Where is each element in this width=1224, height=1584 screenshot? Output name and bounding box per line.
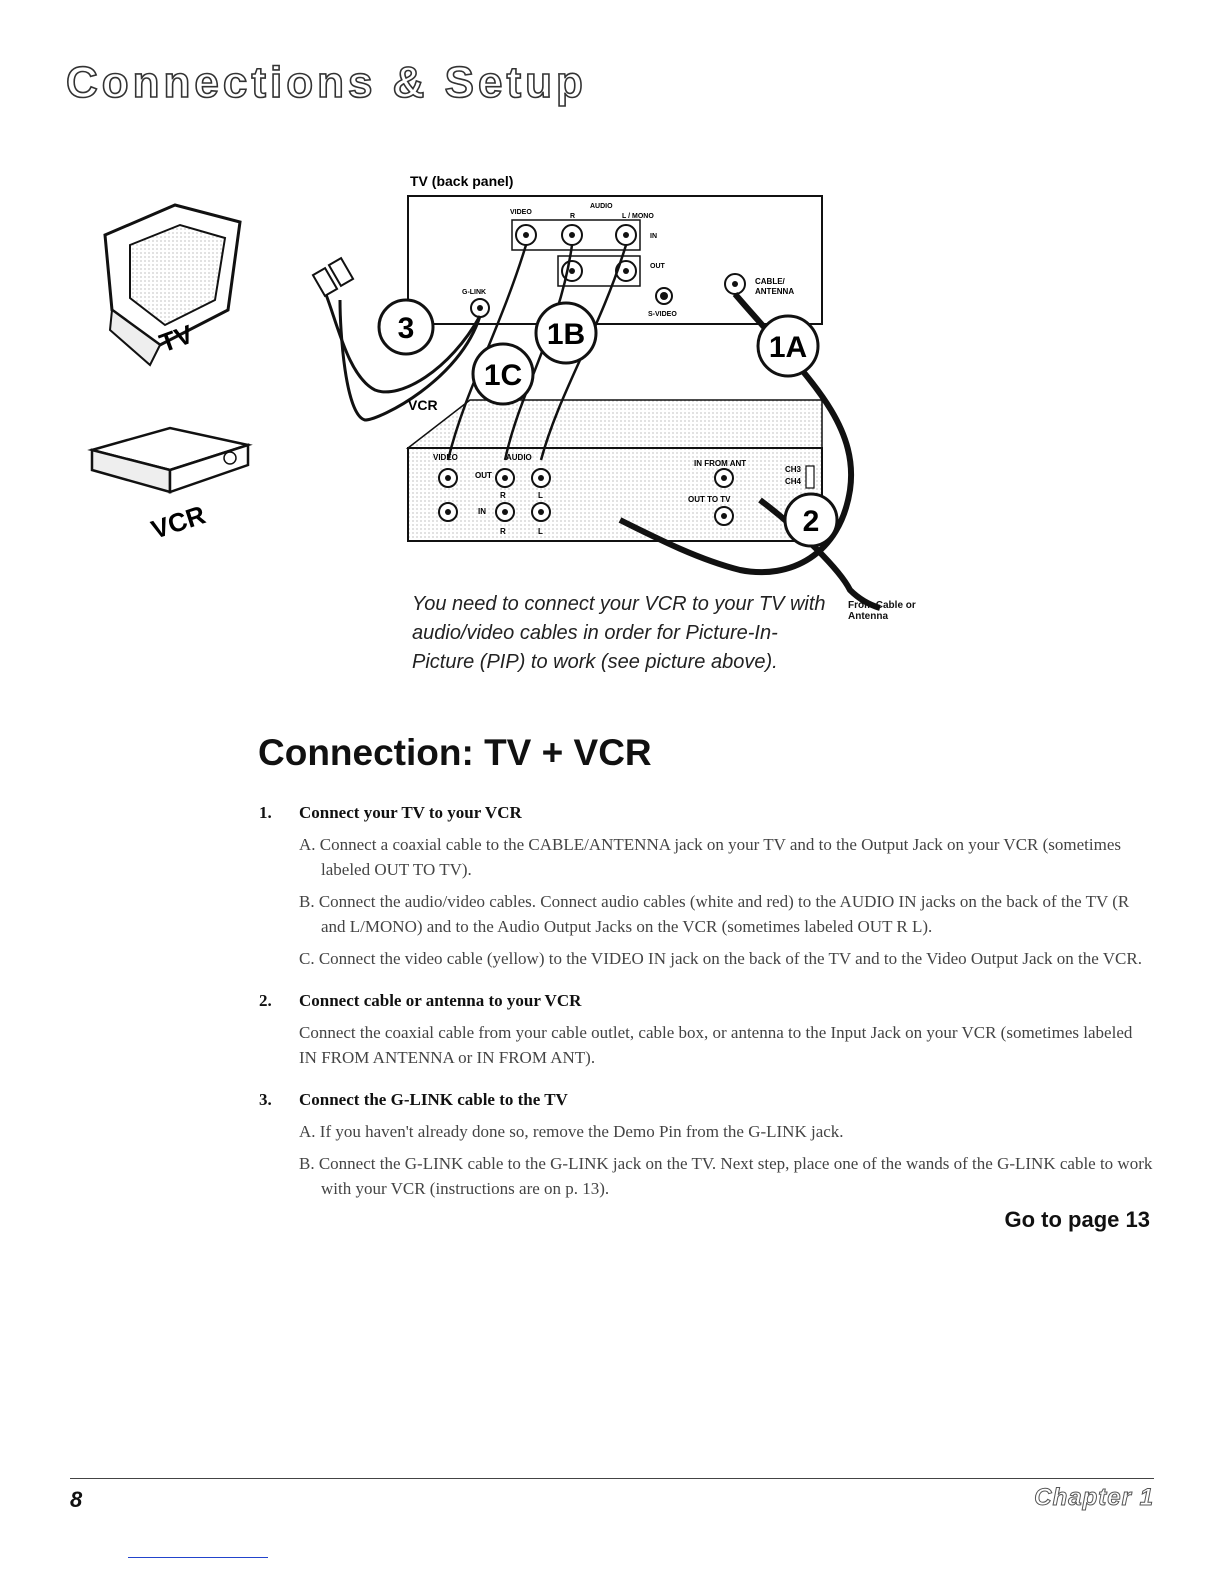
vcr-r-label-1: R	[500, 491, 506, 500]
step-item: B. Connect the G-LINK cable to the G-LIN…	[299, 1154, 1153, 1198]
step-item: B. Connect the audio/video cables. Conne…	[299, 892, 1130, 936]
tv-jack-audio-l-in	[615, 224, 637, 246]
callout-2: 2	[783, 492, 839, 548]
tv-jack-glink	[470, 298, 490, 318]
tv-jack-svideo	[655, 287, 673, 305]
vcr-jack-audio-l-in	[531, 502, 551, 522]
svg-text:1C: 1C	[484, 359, 522, 392]
tv-svideo-label: S-VIDEO	[648, 311, 677, 318]
tv-lmono-label: L / MONO	[622, 213, 654, 220]
diagram-caption: You need to connect your VCR to your TV …	[412, 593, 826, 673]
vcr-in-from-ant-label: IN FROM ANT	[694, 459, 746, 468]
step-number: 1.	[259, 803, 272, 822]
vcr-jack-audio-r-in	[495, 502, 515, 522]
vcr-audio-label: AUDIO	[506, 453, 532, 462]
callout-1c: 1C	[471, 342, 535, 406]
vcr-in-label: IN	[478, 507, 486, 516]
tv-jack-cable-antenna	[724, 273, 746, 295]
vcr-out-label: OUT	[475, 471, 492, 480]
step-1: 1. Connect your TV to your VCR A. Connect…	[259, 803, 1154, 971]
vcr-jack-audio-l-out	[531, 468, 551, 488]
vcr-jack-video-in	[438, 502, 458, 522]
step-heading: 1. Connect your TV to your VCR	[259, 803, 1154, 823]
step-number: 2.	[259, 991, 272, 1010]
page-number: 8	[70, 1487, 83, 1512]
tv-in-label: IN	[650, 233, 657, 240]
vcr-back-panel-top	[405, 399, 823, 449]
step-3: 3. Connect the G-LINK cable to the TV A. …	[259, 1090, 1154, 1201]
vcr-jack-out-to-tv	[714, 506, 734, 526]
tv-jack-audio-l-out	[615, 260, 637, 282]
step-number: 3.	[259, 1090, 272, 1109]
vcr-illustration	[87, 426, 253, 494]
step-item: Connect the coaxial cable from your cabl…	[299, 1023, 1133, 1067]
vcr-device-label: VCR	[148, 499, 210, 545]
go-to-page-link[interactable]: Go to page 13	[1004, 1207, 1150, 1232]
callout-1b: 1B	[534, 301, 598, 365]
tv-illustration	[103, 203, 242, 367]
tv-jack-audio-r-in	[561, 224, 583, 246]
tv-video-label: VIDEO	[510, 209, 532, 216]
connection-diagram: TV VCR TV (back panel) VIDEO AUDIO R L /…	[87, 173, 881, 611]
footer-divider	[70, 1478, 1154, 1479]
vcr-jack-audio-r-out	[495, 468, 515, 488]
step-title: Connect your TV to your VCR	[299, 803, 522, 822]
svg-text:2: 2	[803, 505, 820, 538]
page-header-title: Connections & Setup	[65, 57, 587, 108]
tv-out-label: OUT	[650, 263, 666, 270]
vcr-video-label: VIDEO	[433, 453, 458, 462]
step-heading: 3. Connect the G-LINK cable to the TV	[259, 1090, 1154, 1110]
vcr-cable-label: VCR	[408, 397, 438, 413]
vcr-l-label-1: L	[538, 491, 543, 500]
chapter-label: Chapter 1	[1034, 1484, 1154, 1512]
vcr-r-label-2: R	[500, 527, 506, 536]
svg-text:3: 3	[398, 312, 415, 345]
section-title: Connection: TV + VCR	[258, 732, 652, 773]
step-item: A. Connect a coaxial cable to the CABLE/…	[299, 835, 1121, 879]
vcr-l-label-2: L	[538, 527, 543, 536]
steps-list: 1. Connect your TV to your VCR A. Connect…	[259, 803, 1154, 1221]
callout-1a: 1A	[756, 314, 820, 378]
tv-audio-label: AUDIO	[590, 203, 613, 210]
vcr-out-to-tv-label: OUT TO TV	[688, 495, 731, 504]
tv-cable-label-2: ANTENNA	[755, 287, 794, 296]
step-title: Connect the G-LINK cable to the TV	[299, 1090, 568, 1109]
svg-text:1B: 1B	[547, 318, 585, 351]
tv-r-label: R	[570, 213, 575, 220]
step-item: C. Connect the video cable (yellow) to t…	[299, 949, 1142, 968]
step-title: Connect cable or antenna to your VCR	[299, 991, 582, 1010]
tv-cable-label-1: CABLE/	[755, 277, 786, 286]
step-2: 2. Connect cable or antenna to your VCR C…	[259, 991, 1154, 1070]
vcr-jack-in-from-ant	[714, 468, 734, 488]
svg-text:1A: 1A	[769, 331, 807, 364]
vcr-jack-video-out	[438, 468, 458, 488]
step-item: A. If you haven't already done so, remov…	[299, 1122, 844, 1141]
tv-back-panel-label: TV (back panel)	[410, 173, 513, 189]
from-cable-label: From Cable or Antenna	[848, 600, 916, 622]
vcr-back-panel	[407, 447, 823, 542]
tv-back-panel	[407, 195, 823, 325]
callout-3: 3	[377, 298, 435, 356]
bottom-link-underline	[128, 1557, 268, 1558]
vcr-ch3-label: CH3	[785, 465, 802, 474]
vcr-ch4-label: CH4	[785, 477, 802, 486]
step-heading: 2. Connect cable or antenna to your VCR	[259, 991, 1154, 1011]
tv-jack-video-in	[515, 224, 537, 246]
tv-glink-label: G-LINK	[462, 289, 486, 296]
